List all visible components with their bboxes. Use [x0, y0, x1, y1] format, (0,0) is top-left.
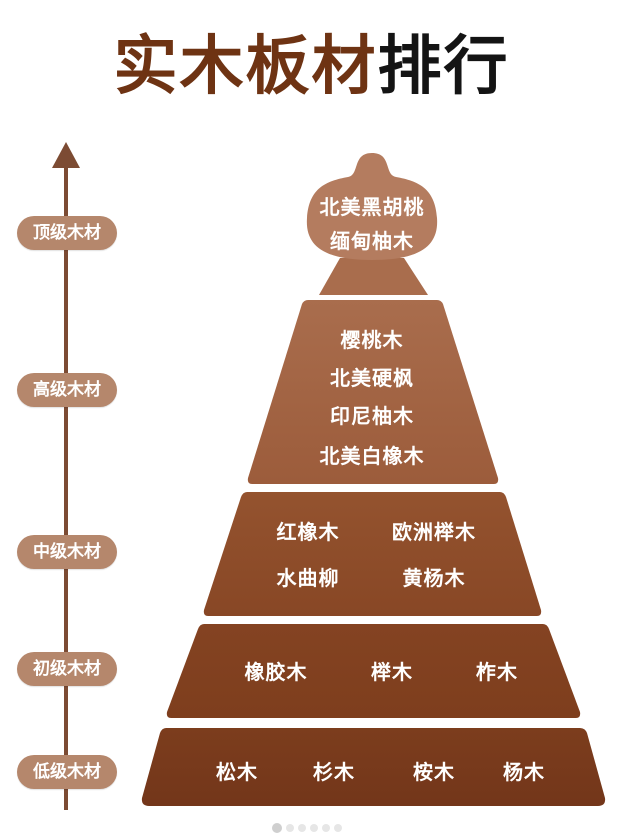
level-label-high: 高级木材 — [17, 373, 117, 407]
wood-label: 橡胶木 — [244, 660, 308, 684]
wood-label: 松木 — [216, 760, 258, 784]
tier-mid-shape — [203, 492, 542, 616]
wood-label: 北美白橡木 — [319, 444, 425, 468]
carousel-dot[interactable] — [286, 823, 294, 832]
carousel-dot[interactable] — [334, 823, 342, 832]
title-part-1: 实木板材 — [113, 30, 378, 104]
carousel-dot[interactable] — [322, 823, 330, 832]
title-part-2: 排行 — [377, 30, 510, 104]
wood-label: 杉木 — [313, 760, 355, 784]
wood-label: 柞木 — [476, 660, 518, 684]
tier-high-shape — [247, 300, 499, 484]
page-title: 实木板材排行 — [0, 22, 623, 112]
wood-label: 印尼柚木 — [330, 404, 414, 428]
carousel-dot[interactable] — [272, 822, 282, 833]
wood-label: 水曲柳 — [276, 566, 340, 590]
wood-label: 榉木 — [371, 660, 413, 684]
level-label-mid: 中级木材 — [17, 535, 117, 569]
wood-label: 北美黑胡桃 — [319, 195, 425, 219]
level-label-low: 低级木材 — [17, 755, 117, 789]
level-label-entry: 初级木材 — [17, 652, 117, 686]
tier-top-base — [319, 258, 428, 295]
tier-low-shape — [141, 728, 606, 806]
wood-label: 桉木 — [413, 760, 455, 784]
wood-label: 欧洲榉木 — [392, 520, 476, 544]
wood-label: 缅甸柚木 — [330, 229, 414, 253]
wood-label: 黄杨木 — [402, 566, 466, 590]
wood-label: 樱桃木 — [340, 328, 404, 352]
carousel-dots[interactable] — [272, 817, 346, 836]
level-label-top: 顶级木材 — [17, 216, 117, 250]
carousel-dot[interactable] — [310, 823, 318, 832]
wood-label: 北美硬枫 — [330, 366, 414, 390]
carousel-dot[interactable] — [298, 823, 306, 832]
tier-entry-shape — [166, 624, 581, 718]
wood-label: 红橡木 — [276, 520, 340, 544]
tier-top-bulb — [306, 153, 438, 260]
arrow-up-icon — [52, 142, 80, 168]
wood-label: 杨木 — [503, 760, 545, 784]
